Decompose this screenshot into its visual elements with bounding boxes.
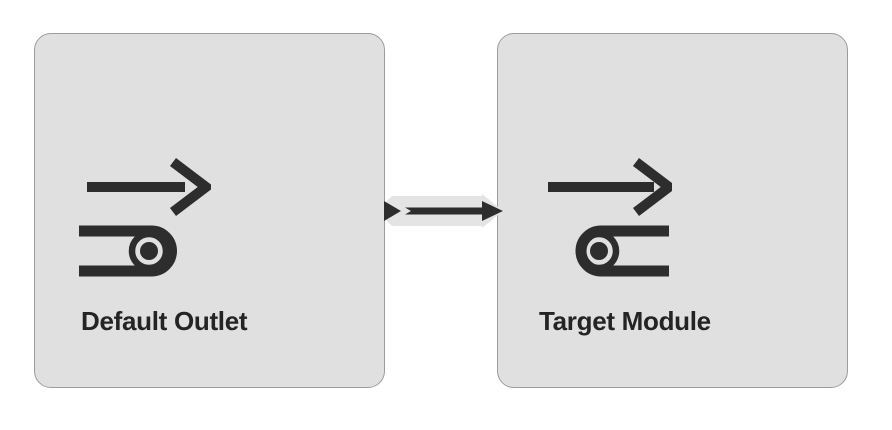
node-target-module[interactable]: Target Module (497, 33, 848, 388)
edge-arrowhead (482, 201, 503, 221)
inlet-arrow-icon (548, 158, 672, 277)
outlet-arrow-icon (79, 158, 211, 277)
edge-source-port (384, 201, 401, 221)
node-default-outlet[interactable]: Default Outlet (34, 33, 385, 388)
node-label: Target Module (539, 306, 711, 336)
edge-line (405, 207, 485, 215)
edge-arrow[interactable] (384, 194, 503, 228)
node-label: Default Outlet (81, 306, 248, 336)
